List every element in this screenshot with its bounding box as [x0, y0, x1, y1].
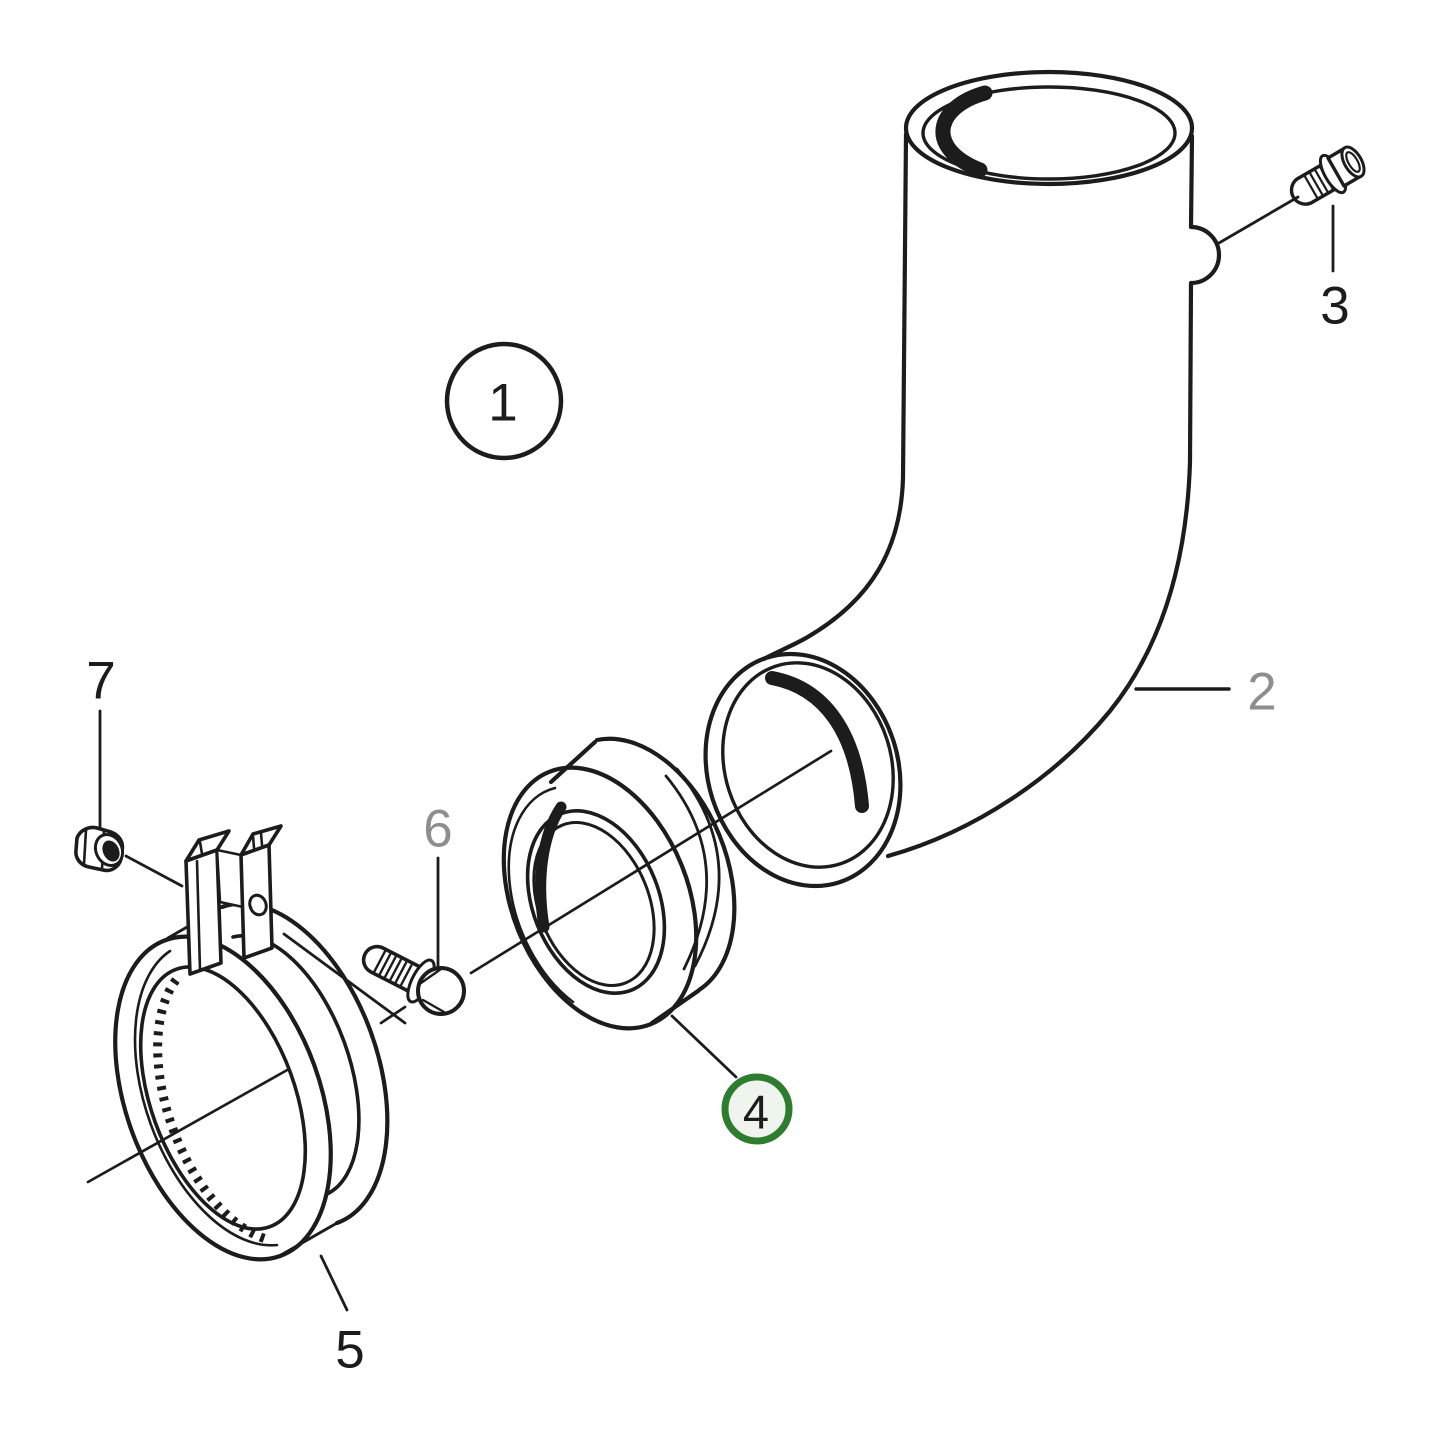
seal-ring-top-edge [548, 739, 598, 785]
seal-ring-bore-shading [535, 801, 567, 933]
bracket-right-ear-notch-2 [259, 831, 264, 847]
callout-1-circle [444, 341, 564, 461]
bracket-left-ear-channel [195, 859, 202, 972]
clamp-bottom-edge [279, 1221, 339, 1257]
callout-7-label[interactable]: 7 [86, 652, 115, 711]
seal-ring-front-outer [501, 765, 699, 1031]
exhaust-elbow-pipe [703, 69, 1222, 889]
callout-5-label[interactable]: 5 [335, 1321, 364, 1380]
callout-1-label: 1 [488, 374, 517, 433]
seal-ring-step-line-1 [664, 774, 708, 971]
pipe-top-shading [935, 85, 993, 178]
seal-ring-bore-outer [525, 809, 667, 995]
leader-plug-to-boss [1217, 195, 1300, 245]
callout-6-label[interactable]: 6 [423, 800, 452, 859]
callout-4-highlighted[interactable]: 4 [721, 1073, 793, 1145]
seal-ring-back-edge [594, 736, 737, 993]
bracket-left-ear-notch [198, 840, 204, 856]
clamp-chamfer [133, 949, 279, 1247]
bracket-left-ear-front [184, 848, 223, 976]
plug-head-face [1340, 145, 1366, 179]
bolt-threads [373, 950, 413, 987]
pipe-mouth-outer [703, 651, 903, 889]
clamp-hatch-shading [153, 977, 268, 1244]
leader-nut-to-bracket [124, 854, 184, 888]
callout-1[interactable]: 1 [444, 341, 564, 461]
seal-ring [501, 736, 737, 1031]
leader-part5 [319, 1254, 349, 1312]
bracket-slot [215, 848, 245, 909]
clamp-front-inner [138, 965, 308, 1231]
bolt-head-facet-1 [419, 967, 443, 985]
leader-part4 [670, 1014, 738, 1079]
pipe-top-rim-outer [903, 69, 1195, 187]
bolt-head-facet-2 [421, 998, 446, 1014]
drain-plug [1289, 145, 1366, 206]
bracket-bolt-hole-thickness [249, 905, 259, 917]
bolt-head [416, 966, 466, 1016]
callout-3-label[interactable]: 3 [1320, 277, 1349, 336]
callout-4-label: 4 [743, 1086, 769, 1139]
clamp-bolt [361, 944, 466, 1016]
exhaust-clamp [113, 824, 390, 1262]
leader-lines [98, 195, 1335, 1312]
pipe-mouth-inner [721, 661, 895, 869]
callout-2-label[interactable]: 2 [1247, 663, 1276, 722]
clamp-nut [74, 825, 125, 873]
nut-hole [102, 840, 120, 862]
clamp-bracket [184, 824, 283, 976]
callout-4-highlight-circle [721, 1073, 793, 1145]
nut-facet-1 [82, 828, 88, 866]
seal-ring-chamfer [507, 786, 575, 1004]
bracket-right-ear-notch-1 [251, 834, 256, 850]
centerline-segment-1 [469, 749, 833, 975]
pipe-left-wall [761, 131, 909, 662]
callouts: 1 2 3 4 5 6 7 [86, 277, 1349, 1380]
pipe-mouth-shading [765, 671, 869, 813]
leader-bracket-to-bolt [282, 932, 407, 1025]
seal-ring-step-line-2 [675, 767, 721, 968]
centerline-segment-3 [86, 1067, 291, 1184]
pipe-right-wall-with-boss [885, 133, 1222, 859]
plug-head-recess [1345, 151, 1361, 173]
pipe-top-rim-inner [921, 85, 1177, 181]
